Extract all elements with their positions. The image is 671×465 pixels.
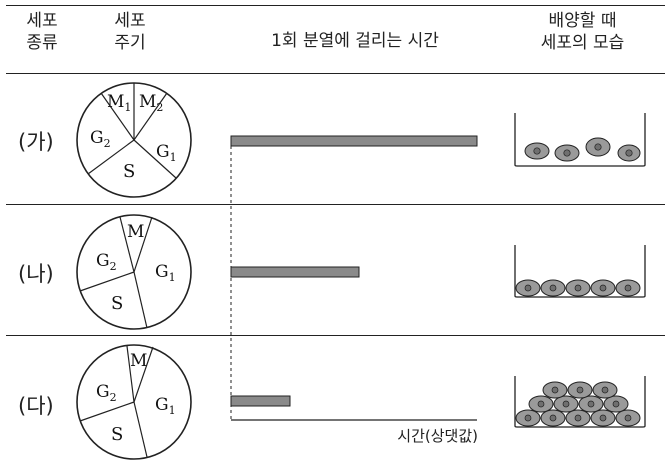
culture-dish-ga [514,113,646,167]
row-label-da: (다) [18,394,54,418]
header-cell-type-line1: 세포 [26,11,58,31]
phase-s-label: S [111,293,123,314]
time-bar-da [230,395,291,407]
phase-g1-label: G1 [155,395,176,417]
culture-dish-na [514,245,646,298]
cell-cycle-pie-da: M G2 S G1 [76,344,192,460]
phase-g2-label: G2 [96,251,117,273]
phase-s-label: S [111,424,123,445]
phase-g2-label: G2 [96,382,117,404]
header-cell-cycle-line1: 세포 [114,11,146,31]
time-bar-na [230,266,360,278]
header-division-time: 1회 분열에 걸리는 시간 [271,31,439,51]
header-cell-cycle: 세포 주기 [100,10,160,54]
time-axis-label: 시간(상댓값) [397,427,478,445]
phase-m2-label: M2 [139,92,163,114]
culture-dish-da [514,376,646,428]
header-bottom-rule [6,73,665,74]
phase-m-label: M [130,351,147,371]
header-cell-type-line2: 종류 [26,33,58,53]
table-top-rule [6,5,665,6]
header-culture-shape-line2: 세포의 모습 [540,33,625,53]
phase-m-label: M [127,222,144,242]
header-culture-shape: 배양할 때 세포의 모습 [505,10,660,54]
row-divider-2 [6,335,665,336]
cell-cycle-pie-ga: M1 M2 G2 S G1 [76,82,192,198]
row-label-ga: (가) [18,130,54,154]
header-cell-cycle-line2: 주기 [114,33,146,53]
phase-g2-label: G2 [90,128,111,150]
phase-g1-label: G1 [156,142,177,164]
phase-g1-label: G1 [155,262,176,284]
row-divider-1 [6,204,665,205]
time-bar-ga [230,135,478,147]
header-cell-type: 세포 종류 [12,10,72,54]
header-culture-shape-line1: 배양할 때 [548,11,617,31]
phase-s-label: S [123,161,135,182]
row-label-na: (나) [18,262,54,286]
phase-m1-label: M1 [107,92,131,114]
cell-cycle-pie-na: M G2 S G1 [76,214,192,330]
